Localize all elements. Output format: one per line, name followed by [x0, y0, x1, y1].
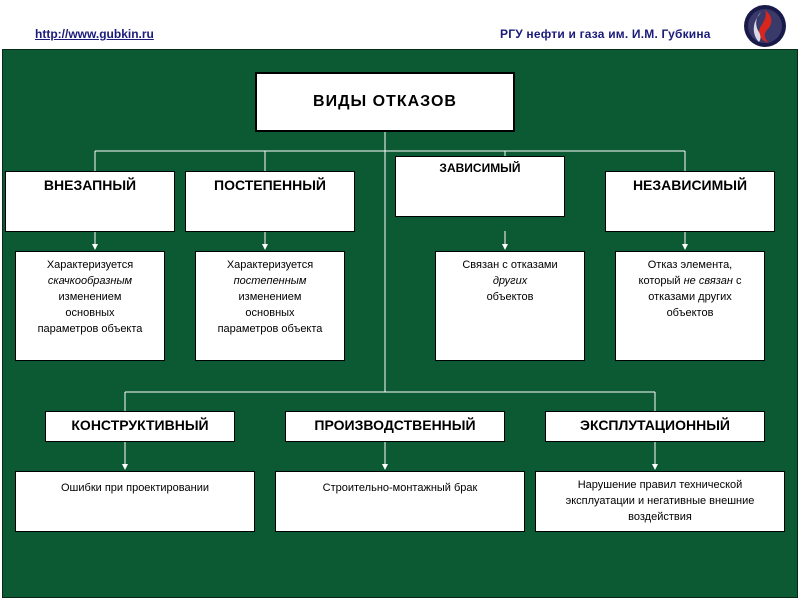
category-design: КОНСТРУКТИВНЫЙ [45, 411, 235, 442]
desc-line: изменением [238, 291, 302, 303]
category-gradual: ПОСТЕПЕННЫЙ [185, 171, 355, 232]
desc-line: других [492, 275, 528, 287]
desc-line: объектов [666, 307, 714, 319]
desc-independent: Отказ элемента, который не связан с отка… [615, 251, 765, 361]
desc-line: основных [245, 307, 295, 319]
desc-line: Нарушение правил технической [577, 479, 743, 491]
desc-operational: Нарушение правил технической эксплуатаци… [535, 471, 785, 532]
website-link[interactable]: http://www.gubkin.ru [35, 27, 154, 41]
desc-line: Характеризуется [46, 259, 134, 271]
desc-line: объектов [486, 291, 534, 303]
category-independent: НЕЗАВИСИМЫЙ [605, 171, 775, 232]
desc-line: Отказ элемента, [647, 259, 733, 271]
desc-line: параметров объекта [37, 323, 143, 335]
desc-line: Связан с отказами [462, 259, 558, 271]
desc-line: скачкообразным [47, 275, 133, 287]
desc-manufacturing: Строительно-монтажный брак [275, 471, 525, 532]
category-manufacturing: ПРОИЗВОДСТВЕННЫЙ [285, 411, 505, 442]
desc-sudden: Характеризуется скачкообразным изменение… [15, 251, 165, 361]
desc-gradual: Характеризуется постепенным изменением о… [195, 251, 345, 361]
desc-line: параметров объекта [217, 323, 323, 335]
desc-line: эксплуатации и негативные внешние [565, 495, 755, 507]
desc-line: который не связан с [638, 275, 742, 287]
desc-line: Характеризуется [226, 259, 314, 271]
category-operational: ЭКСПЛУТАЦИОННЫЙ [545, 411, 765, 442]
desc-line: отказами других [648, 291, 732, 303]
desc-line: постепенным [233, 275, 307, 287]
desc-line: воздействия [628, 511, 692, 523]
category-sudden: ВНЕЗАПНЫЙ [5, 171, 175, 232]
university-name: РГУ нефти и газа им. И.М. Губкина [500, 27, 711, 41]
desc-line: изменением [58, 291, 122, 303]
category-dependent: ЗАВИСИМЫЙ [395, 156, 565, 217]
desc-line: основных [65, 307, 115, 319]
diagram-title: ВИДЫ ОТКАЗОВ [255, 72, 515, 132]
university-logo [744, 5, 786, 47]
desc-design: Ошибки при проектировании [15, 471, 255, 532]
desc-dependent: Связан с отказами других объектов [435, 251, 585, 361]
